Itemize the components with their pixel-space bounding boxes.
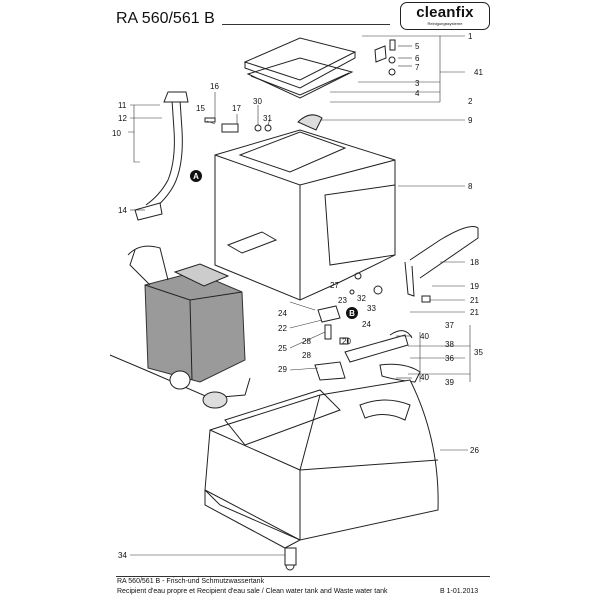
callout-1: 1 — [468, 32, 473, 41]
callout-9: 9 — [468, 116, 473, 125]
callout-20: 20 — [342, 337, 351, 346]
callout-37: 37 — [445, 321, 454, 330]
brand-logo: cleanfix Reinigungssysteme — [400, 2, 490, 30]
logo-tagline: Reinigungssysteme — [427, 21, 463, 26]
machine-overview — [109, 245, 251, 409]
callout-38: 38 — [445, 340, 454, 349]
callout-25: 25 — [278, 344, 287, 353]
callout-33: 33 — [367, 304, 376, 313]
callout-17: 17 — [232, 104, 241, 113]
callout-8: 8 — [468, 182, 473, 191]
page-title: RA 560/561 B — [116, 10, 215, 27]
callout-28b: 28 — [302, 351, 311, 360]
callout-26: 26 — [470, 446, 479, 455]
footer-doc-code: B 1-01.2013 — [440, 588, 479, 595]
callout-27: 27 — [330, 281, 339, 290]
callout-31: 31 — [263, 114, 272, 123]
callout-11: 11 — [118, 101, 127, 110]
callout-6: 6 — [415, 54, 420, 63]
callout-32: 32 — [357, 294, 366, 303]
callout-5: 5 — [415, 42, 420, 51]
callout-14: 14 — [118, 206, 127, 215]
callout-39: 39 — [445, 378, 454, 387]
handle-bar — [404, 226, 479, 297]
callout-24a: 24 — [278, 309, 287, 318]
small-parts — [204, 39, 431, 571]
footer-title-de: RA 560/561 B - Frisch-und Schmutzwassert… — [117, 578, 265, 585]
callout-40a: 40 — [420, 332, 429, 341]
callout-40b: 40 — [420, 373, 429, 382]
logo-wordmark: cleanfix — [416, 4, 474, 21]
mounting-brackets — [314, 305, 421, 383]
marker-b-label: B — [349, 309, 355, 318]
footer-rule — [116, 576, 490, 577]
hose-assembly — [134, 91, 189, 221]
callout-16: 16 — [210, 82, 219, 91]
callout-21b: 21 — [470, 308, 479, 317]
callout-41: 41 — [474, 68, 483, 77]
callout-10: 10 — [112, 129, 121, 138]
callout-21a: 21 — [470, 296, 479, 305]
callout-36: 36 — [445, 354, 454, 363]
callout-labels: 1 2 3 4 5 6 7 8 9 10 11 12 14 15 16 17 1… — [112, 32, 483, 560]
waste-water-tank — [204, 379, 439, 549]
callout-3: 3 — [415, 79, 420, 88]
callout-4: 4 — [415, 89, 420, 98]
callout-34: 34 — [118, 551, 127, 560]
callout-24b: 24 — [362, 320, 371, 329]
callout-19: 19 — [470, 282, 479, 291]
marker-a-label: A — [193, 172, 199, 181]
callout-7: 7 — [415, 63, 420, 72]
callout-23: 23 — [338, 296, 347, 305]
marker-b: B — [346, 307, 358, 319]
lid-cover — [243, 37, 357, 99]
leader-lines — [128, 35, 471, 556]
callout-29: 29 — [278, 365, 287, 374]
callout-15: 15 — [196, 104, 205, 113]
callout-2: 2 — [468, 97, 473, 106]
marker-a: A — [190, 170, 202, 182]
title-rule — [222, 24, 390, 25]
callout-35: 35 — [474, 348, 483, 357]
callout-28a: 28 — [302, 337, 311, 346]
callout-12: 12 — [118, 114, 127, 123]
clean-water-tank — [214, 129, 396, 301]
callout-22: 22 — [278, 324, 287, 333]
callout-18: 18 — [470, 258, 479, 267]
footer-title-multilingual: Recipient d'eau propre et Recipient d'ea… — [117, 588, 388, 595]
callout-30: 30 — [253, 97, 262, 106]
